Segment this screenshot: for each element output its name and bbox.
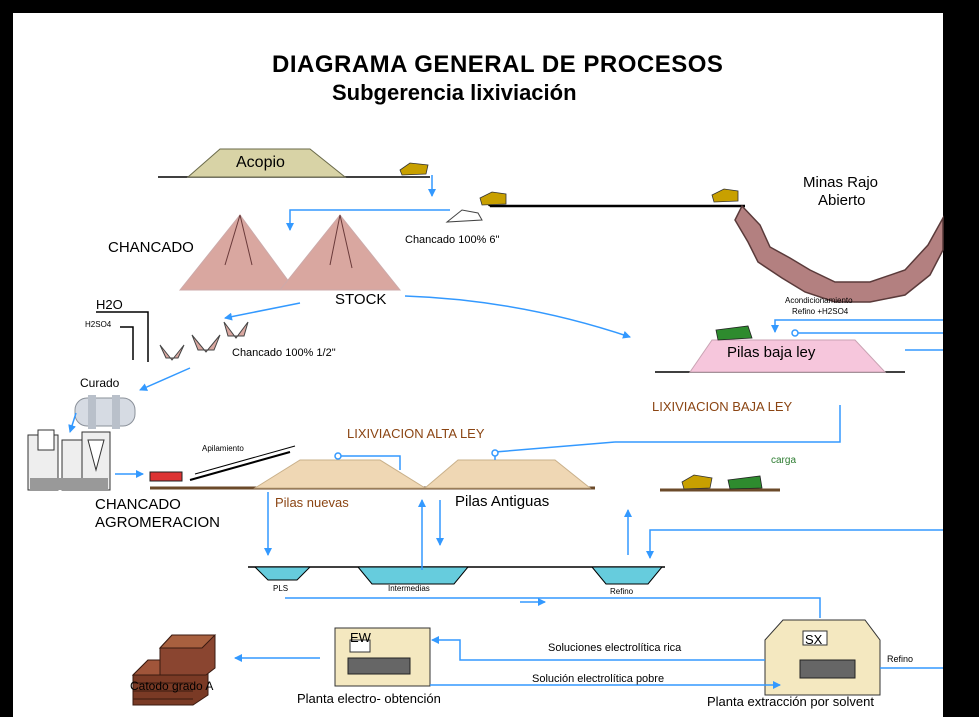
catodo-label: Catodo grado A [130,679,214,693]
refino-sx-label: Refino [887,654,914,664]
truck-carga [681,474,713,490]
flow-alta-top [338,455,401,470]
intermedias-pond [356,566,470,585]
h2so4-label: H2SO4 [85,320,112,329]
flow-curado-to-plant [68,412,77,433]
conveyor-belt [194,445,296,475]
refino-pond-label: Refino [610,587,634,596]
h2so4-pipe [120,326,134,360]
h2o-pipe [96,311,149,362]
h2o-label: H2O [96,297,123,312]
pilas-nuevas-label: Pilas nuevas [275,495,349,510]
flow-baja-down [615,405,841,443]
intermedias-label: Intermedias [388,584,430,593]
lix-alta-label: LIXIVIACION ALTA LEY [347,426,485,441]
open-pit-wall [734,204,944,303]
pilas-baja-label: Pilas baja ley [727,344,816,361]
truck-acopio [399,162,429,176]
conveyor-feeder [149,471,183,482]
chancado-agro-label-2: AGROMERACION [95,514,221,531]
pile-stripes [224,214,353,269]
curado-drum [74,397,136,427]
flow-to-chancado [286,209,450,231]
chancado-pile-right [278,214,402,291]
truck-carga-green [727,475,763,490]
minas-label: Minas Rajo [803,174,879,191]
flow-pls-to-sx [285,597,821,618]
sol-pobre-label: Solución electrolítica pobre [532,673,665,685]
acopio-label: Acopio [236,154,285,171]
abierto-label: Abierto [818,192,866,209]
secondary-crusher-2 [191,334,221,353]
pilas-nuevas-pile [253,459,427,489]
stock-label: STOCK [335,291,387,308]
refino-h2so4-label: Refino +H2SO4 [792,307,849,316]
apilamiento-label: Apilamiento [202,444,244,453]
pls-label: PLS [273,584,289,593]
acopio-pile [186,148,347,178]
flow-rich-electrolyte [431,636,765,661]
secondary-crusher-1 [159,344,185,361]
flow-stock-to-baja [404,295,631,339]
primary-crusher-icon [445,209,483,223]
truck-bench-right [711,188,739,203]
flow-secondary-to-curado [139,367,191,391]
sol-rica-label: Soluciones electrolítica rica [548,642,682,654]
catodo-stack [131,634,217,706]
acondicionamiento-label: Acondicionamiento [785,296,853,305]
pls-pond [253,566,312,581]
sx-label: SX [805,632,823,647]
carga-label: carga [771,455,797,466]
truck-icons [399,162,739,490]
curado-label: Curado [80,376,120,390]
chancado-agro-label-1: CHANCADO [95,496,181,513]
chancado-pile-left [178,214,296,291]
chancado-label: CHANCADO [108,239,194,256]
sx-mixer [799,659,856,679]
lix-baja-label: LIXIVIACION BAJA LEY [652,399,793,414]
ew-cell [347,657,411,675]
diagram-subtitle: Subgerencia lixiviación [332,80,577,105]
ew-plant [334,627,431,687]
green-truck-icons [715,325,763,490]
diagram-title: DIAGRAMA GENERAL DE PROCESOS [272,51,724,78]
flow-acondicionamiento [771,319,943,333]
truck-bench-left [479,191,507,206]
secondary-crusher-3 [223,321,249,339]
flow-sx-refino-loop [646,529,943,559]
planta-ew-label: Planta electro- obtención [297,691,441,706]
pilas-antiguas-pile [423,459,592,489]
pilas-antiguas-label: Pilas Antiguas [455,493,550,510]
ew-label: EW [350,630,371,645]
refino-pond [590,566,664,585]
conveyor-ground [189,451,291,481]
truck-baja [715,325,753,341]
pilas-baja-pile [689,339,887,373]
chancado-6-label: Chancado 100% 6" [405,234,500,246]
planta-sx-label: Planta extracción por solvent [707,694,874,709]
chancado-half-label: Chancado 100% 1/2" [232,347,336,359]
flow-stock-to-secondary [224,302,301,321]
